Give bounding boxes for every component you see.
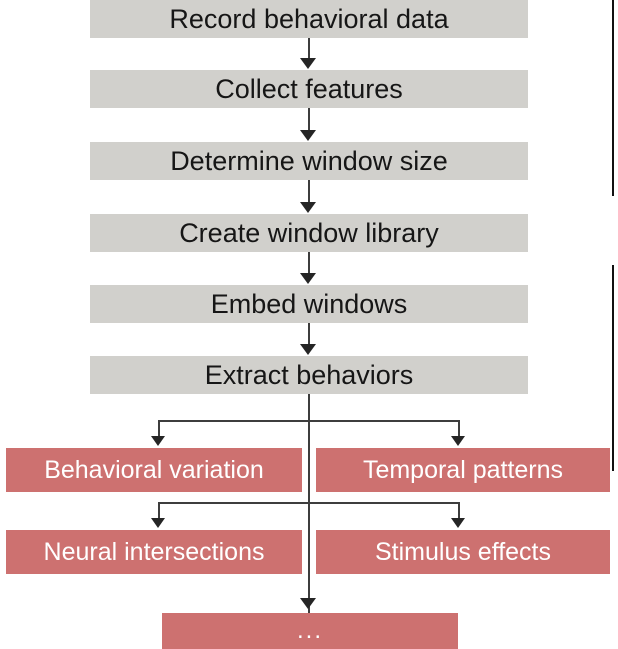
outcome-stimulus-effects: Stimulus effects (316, 530, 610, 574)
outcome-temporal-patterns: Temporal patterns (316, 448, 610, 492)
step-determine-window-size: Determine window size (90, 142, 528, 180)
branch2-right-drop-line (458, 502, 460, 520)
connector-trunk-arrowhead (300, 598, 316, 609)
outcome-behavioral-variation: Behavioral variation (6, 448, 302, 492)
step-label: Extract behaviors (204, 359, 414, 390)
outcome-neural-intersections: Neural intersections (6, 530, 302, 574)
branch2-right-arrowhead (451, 518, 465, 528)
step-embed-windows: Embed windows (90, 285, 528, 323)
step-label: Create window library (179, 217, 439, 248)
branch2-left-arrowhead (151, 518, 165, 528)
connector-line-1 (308, 38, 310, 60)
outcome-label: Behavioral variation (44, 455, 264, 484)
step-collect-features: Collect features (90, 70, 528, 108)
branch2-horizontal-line (158, 502, 460, 504)
connector-line-2 (308, 108, 310, 132)
step-label: Embed windows (210, 288, 408, 319)
panel-edge-upper (612, 0, 614, 196)
outcome-label: Temporal patterns (362, 455, 564, 484)
connector-line-5 (308, 323, 310, 346)
connector-arrowhead-2 (300, 130, 316, 141)
branch1-right-arrowhead (451, 436, 465, 446)
step-label: Record behavioral data (169, 3, 449, 34)
connector-line-3 (308, 180, 310, 204)
branch2-left-drop-line (158, 502, 160, 520)
step-record-behavioral-data: Record behavioral data (90, 0, 528, 38)
branch1-horizontal-line (158, 420, 460, 422)
outcome-label: ... (296, 617, 323, 644)
outcome-label: Neural intersections (43, 537, 265, 566)
branch1-right-drop-line (458, 420, 460, 438)
outcome-label: Stimulus effects (374, 537, 551, 566)
outcome-more-ellipsis: ... (162, 613, 458, 649)
connector-arrowhead-1 (300, 58, 316, 69)
connector-arrowhead-3 (300, 202, 316, 213)
step-create-window-library: Create window library (90, 214, 528, 252)
step-extract-behaviors: Extract behaviors (90, 356, 528, 394)
branch1-left-arrowhead (151, 436, 165, 446)
panel-edge-lower (612, 265, 614, 471)
connector-arrowhead-4 (300, 273, 316, 284)
connector-arrowhead-5 (300, 344, 316, 355)
step-label: Collect features (215, 73, 403, 104)
step-label: Determine window size (170, 145, 448, 176)
branch1-left-drop-line (158, 420, 160, 438)
connector-line-4 (308, 252, 310, 275)
